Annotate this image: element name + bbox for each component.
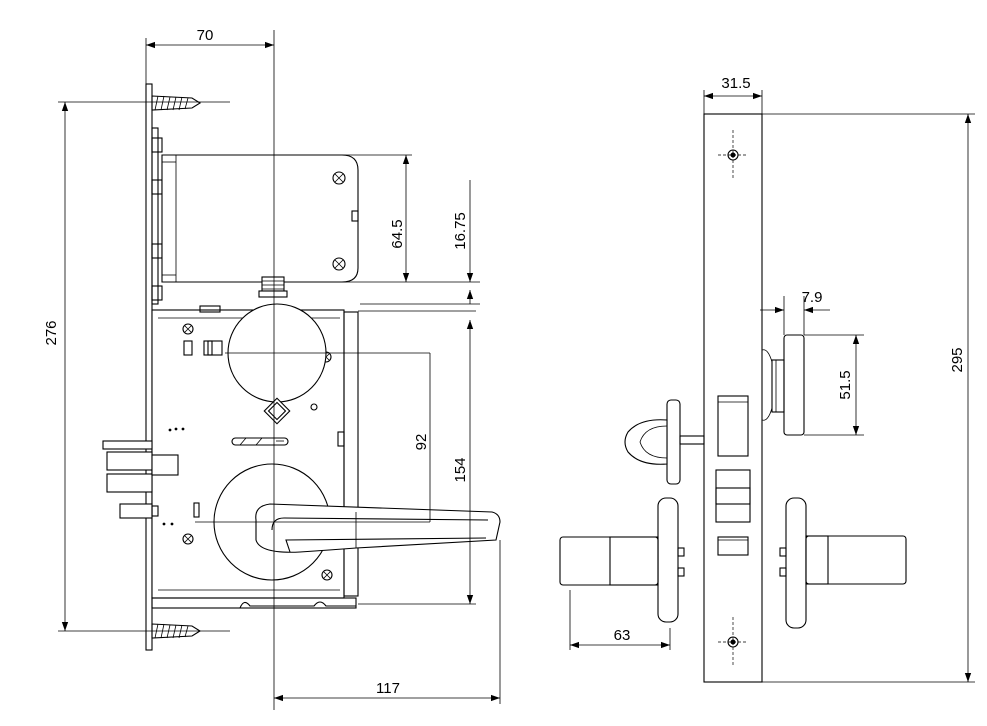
dim-label-31-5: 31.5 xyxy=(721,75,750,92)
latch-bolt xyxy=(102,440,179,519)
dim-label-295: 295 xyxy=(949,347,966,372)
dim-label-117: 117 xyxy=(376,680,400,697)
dim-label-64-5: 64.5 xyxy=(389,219,406,248)
dim-label-70: 70 xyxy=(197,27,214,44)
bottom-screw xyxy=(58,623,230,639)
dim-label-63: 63 xyxy=(614,627,631,644)
thumbturn-knob xyxy=(624,399,705,485)
spindle xyxy=(258,276,288,298)
upper-rail xyxy=(151,127,159,305)
dim-label-16-75: 16.75 xyxy=(452,212,469,250)
lever-handle xyxy=(255,503,501,553)
side-view: 70 276 64.5 16.75 92 154 117 xyxy=(43,27,501,710)
dim-label-154: 154 xyxy=(452,457,469,482)
faceplate xyxy=(145,83,153,651)
deadbolt-housing xyxy=(161,154,359,283)
front-bottom-screw xyxy=(718,617,748,667)
dim-label-276: 276 xyxy=(43,320,60,345)
dim-label-7-9: 7.9 xyxy=(802,289,823,306)
dim-label-51-5: 51.5 xyxy=(837,370,854,399)
right-lever xyxy=(779,497,907,629)
left-lever xyxy=(559,497,685,623)
front-top-screw xyxy=(718,130,748,180)
front-view: 31.5 7.9 51.5 295 63 xyxy=(559,75,975,683)
top-screw xyxy=(58,95,230,111)
deadbolt-slot xyxy=(717,395,749,457)
thumbturn-rose xyxy=(783,334,805,436)
latch-slot xyxy=(715,469,751,523)
dim-label-92: 92 xyxy=(413,434,430,451)
